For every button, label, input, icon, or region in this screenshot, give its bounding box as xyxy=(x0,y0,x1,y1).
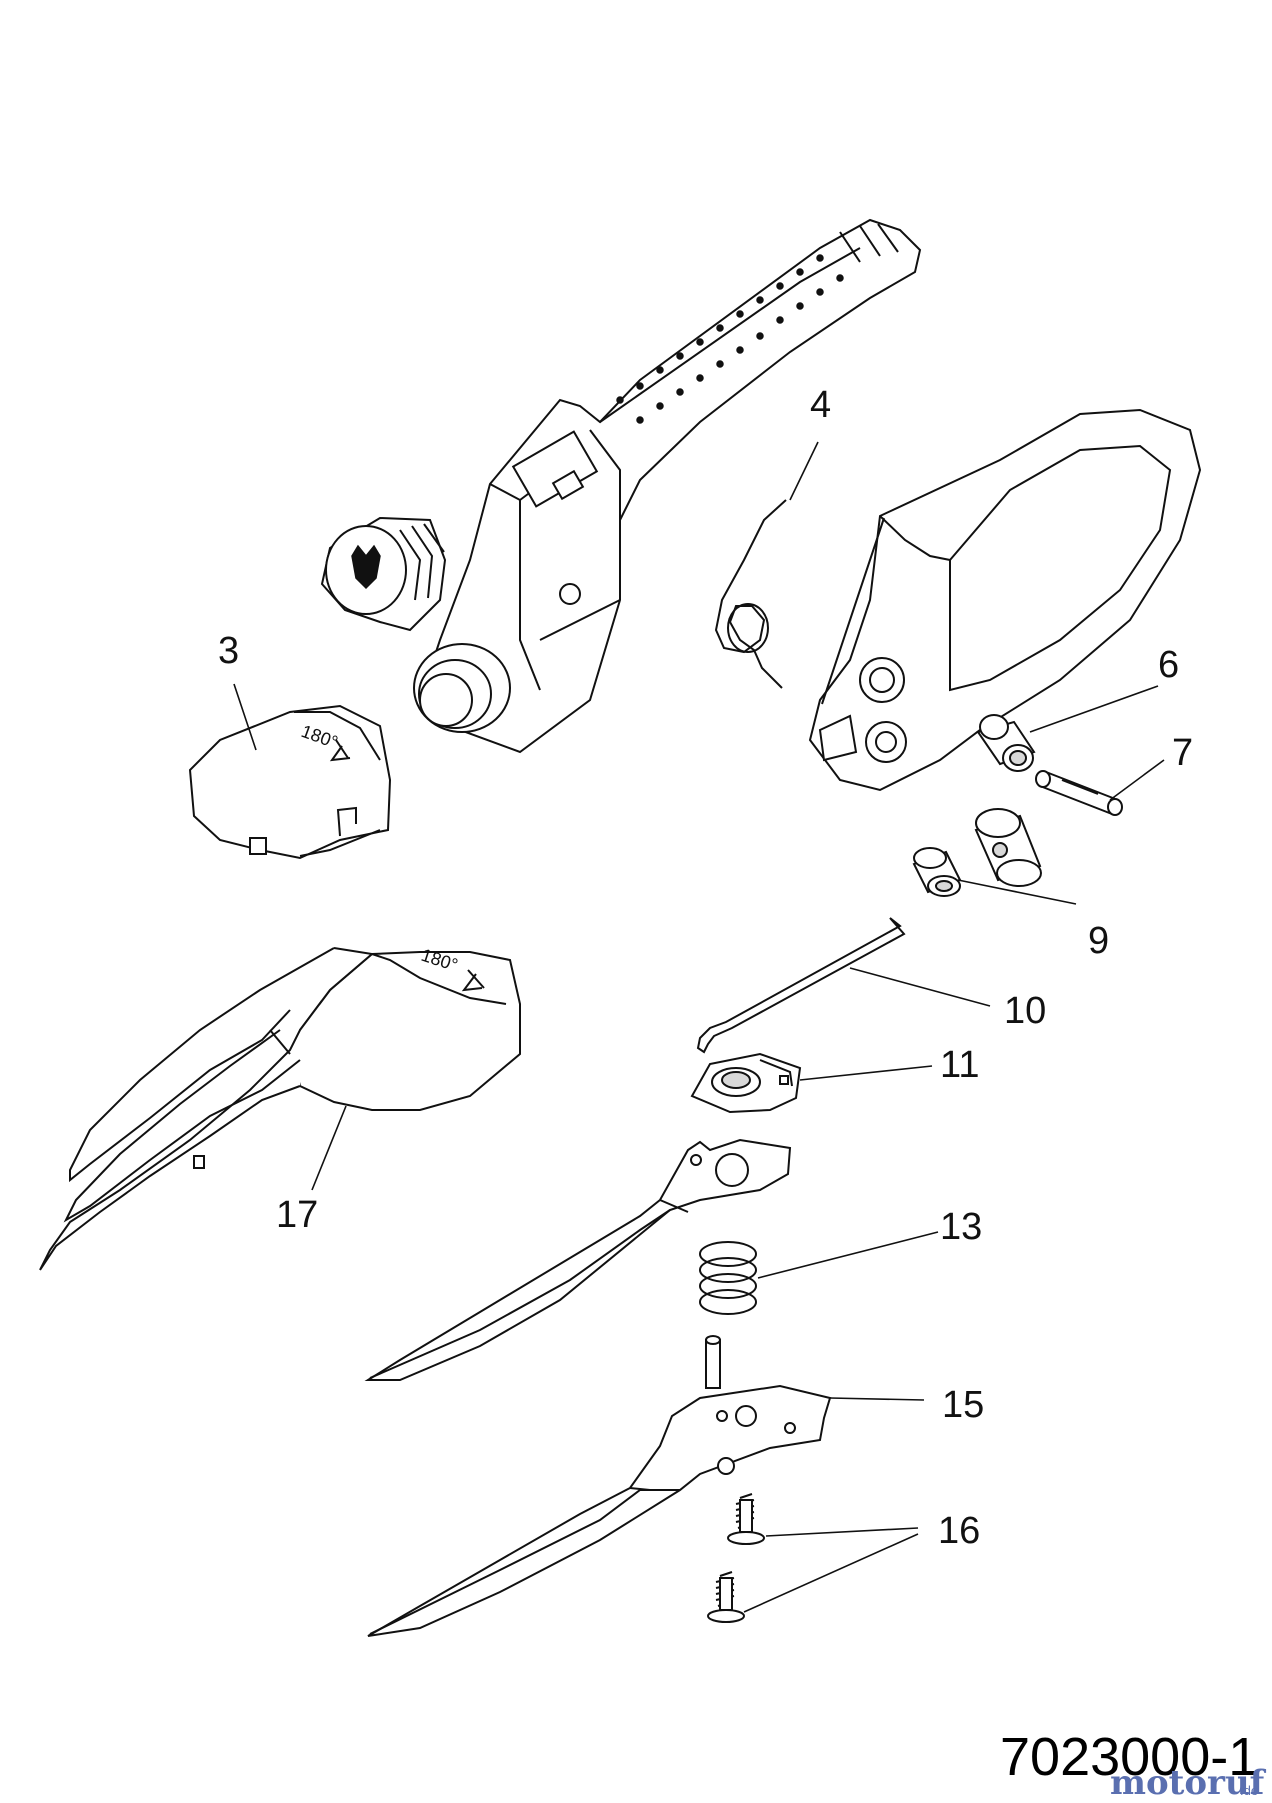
part-7-pin xyxy=(1035,770,1123,816)
part-4-spring xyxy=(714,499,787,689)
handle-body xyxy=(413,218,922,754)
drawing-code: 7023000-1 xyxy=(1000,1727,1259,1787)
upper-blade xyxy=(364,1138,792,1381)
label-part-3: 3 xyxy=(218,630,240,672)
sleeve xyxy=(974,808,1042,887)
part-6-bushing xyxy=(976,714,1036,772)
label-part-15: 15 xyxy=(942,1384,985,1426)
part-10-rod xyxy=(696,917,906,1054)
part-15-lower-blade xyxy=(367,1384,832,1637)
small-pin xyxy=(705,1335,721,1389)
watermark-suffix: .de xyxy=(1240,1783,1259,1798)
leader-lines xyxy=(233,441,1165,1613)
label-part-7: 7 xyxy=(1172,732,1194,774)
label-part-10: 10 xyxy=(1004,990,1047,1032)
loop-handle xyxy=(808,408,1202,792)
label-part-11: 11 xyxy=(940,1044,980,1086)
part-9-nut xyxy=(912,847,962,897)
part-13-spring xyxy=(699,1241,757,1315)
part-11-disc xyxy=(690,1052,802,1114)
label-part-16: 16 xyxy=(938,1510,981,1552)
label-part-13: 13 xyxy=(940,1206,983,1248)
logo-knob xyxy=(320,516,447,632)
part-16-screws xyxy=(707,1493,765,1623)
label-part-6: 6 xyxy=(1158,644,1180,686)
part-3-cap: 180° xyxy=(188,704,392,860)
label-part-9: 9 xyxy=(1088,920,1110,962)
watermark-text: motoruf xyxy=(1110,1763,1265,1803)
label-part-17: 17 xyxy=(276,1194,319,1236)
label-part-4: 4 xyxy=(810,384,832,426)
